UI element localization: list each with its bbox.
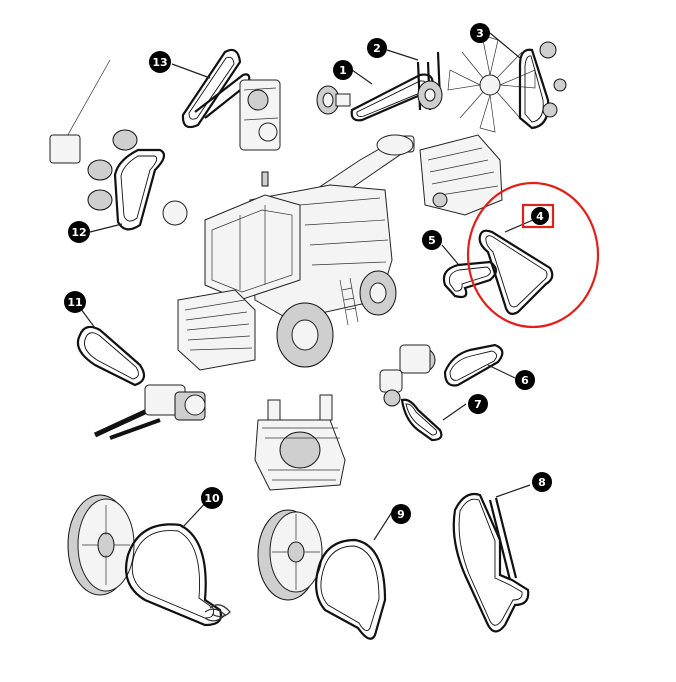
callout-11: 11	[64, 291, 86, 313]
harvester-machine	[177, 135, 415, 371]
highlight-circle	[466, 181, 600, 329]
front-wheel	[276, 302, 334, 368]
belt-6-group	[399, 343, 516, 387]
callout-11-label: 11	[67, 296, 82, 309]
belt-12-shaft	[49, 59, 111, 164]
belt-10-pulley	[67, 494, 135, 596]
belt-6-compressor	[399, 344, 436, 374]
belt-10-spring	[204, 604, 231, 622]
engine	[419, 134, 503, 216]
belt-9-group	[257, 509, 393, 640]
callout-2-label: 2	[373, 42, 381, 55]
callout-3: 3	[470, 23, 490, 43]
belt-13-drive-assembly	[239, 79, 281, 151]
belt-1-pulley	[316, 85, 351, 115]
belt-7-group	[379, 369, 467, 442]
belt-13-group	[171, 48, 281, 151]
callout-5-label: 5	[428, 234, 436, 247]
belt-5-group	[441, 244, 498, 299]
callout-10-label: 10	[204, 492, 220, 505]
belt-10-group	[67, 494, 231, 627]
belt-4-group	[478, 219, 554, 315]
callout-6-label: 6	[521, 374, 529, 387]
belt-2-pulley	[417, 80, 443, 110]
callout-5: 5	[422, 230, 442, 250]
callout-9-label: 9	[397, 508, 405, 521]
gearbox-driveshaft	[93, 384, 206, 440]
belt-7-alternator	[379, 369, 403, 407]
highlight-box	[521, 203, 555, 229]
belt-1-2-drive-pulley	[376, 134, 414, 156]
cooling-fan	[447, 34, 536, 133]
callout-12: 12	[68, 221, 90, 243]
belt-9-pulley	[257, 509, 323, 601]
callout-1-label: 1	[339, 64, 347, 77]
chopper-mechanism	[254, 394, 346, 491]
highlight-marker	[466, 181, 600, 329]
callout-4-label: 4	[536, 210, 544, 223]
belt-2-group	[386, 49, 443, 111]
belt-8-group	[452, 484, 531, 633]
callout-12-label: 12	[71, 226, 86, 239]
callout-7-label: 7	[474, 398, 482, 411]
callout-3-label: 3	[476, 27, 484, 40]
belt-1-group	[316, 69, 434, 122]
belt-12-group	[49, 59, 188, 233]
rear-wheel	[359, 270, 397, 316]
belt-11-group	[76, 304, 146, 387]
callout-2: 2	[367, 38, 387, 58]
belt-3-group	[447, 32, 567, 133]
callout-4: 4	[531, 207, 549, 225]
callout-13-label: 13	[152, 56, 167, 69]
callout-9: 9	[391, 504, 411, 524]
belt-12-pulleys	[87, 129, 188, 226]
callout-7: 7	[468, 394, 488, 414]
callout-8-label: 8	[538, 476, 546, 489]
callout-10: 10	[201, 487, 223, 509]
callout-1: 1	[333, 60, 353, 80]
callout-13: 13	[149, 51, 171, 73]
callout-8: 8	[532, 472, 552, 492]
callout-6: 6	[515, 370, 535, 390]
belt-3-pulleys	[539, 41, 567, 118]
